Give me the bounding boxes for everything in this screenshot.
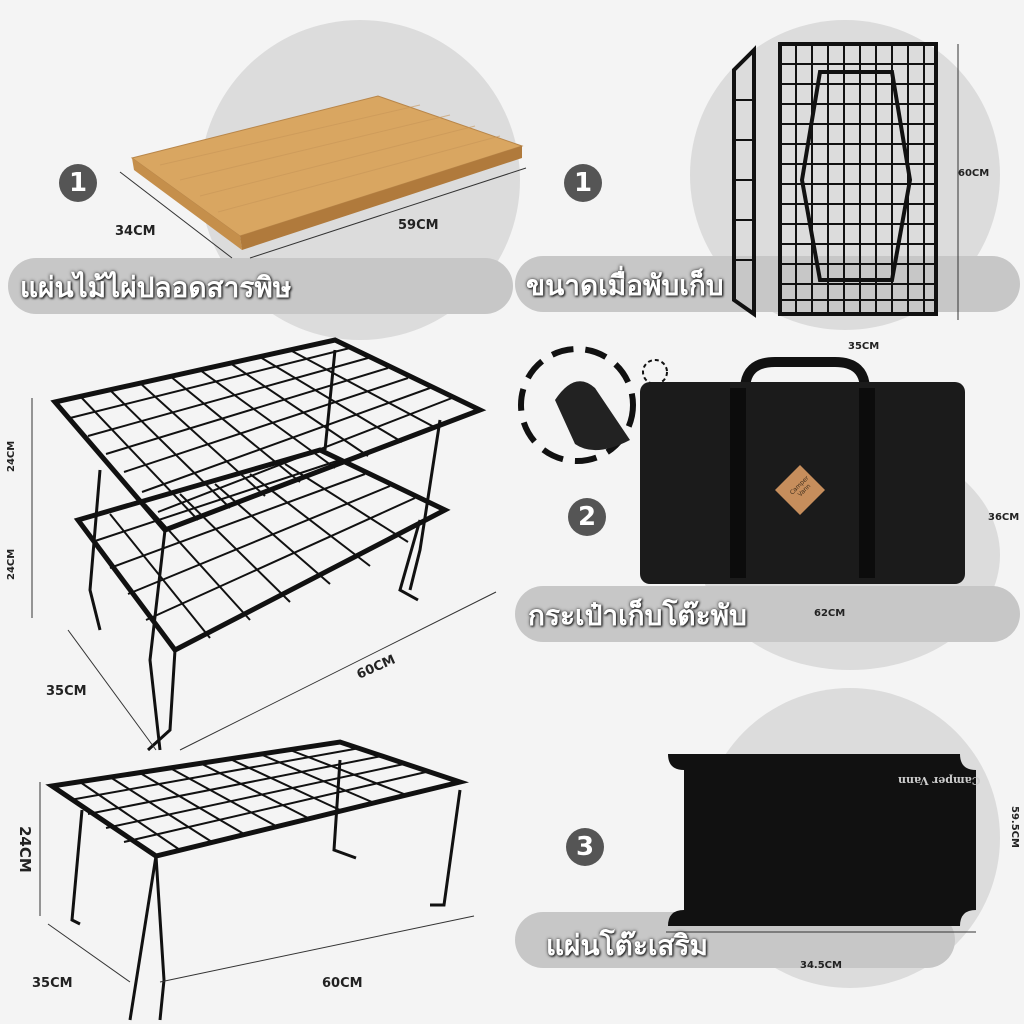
step-badge-3: 3	[566, 828, 604, 866]
step-badge-2: 2	[568, 498, 606, 536]
folded-width-dim: 35CM	[848, 341, 880, 352]
stacked-height-dim-top: 24CM	[6, 440, 17, 472]
bamboo-width-dim: 59CM	[398, 218, 439, 233]
bamboo-depth-dim: 34CM	[115, 224, 156, 239]
plate-height-dim: 59.5CM	[1009, 806, 1020, 848]
bamboo-board-image	[119, 95, 527, 259]
single-rack-image	[39, 739, 475, 1021]
plate-label: แผ่นโต๊ะเสริม	[546, 929, 709, 962]
single-height-dim: 24CM	[16, 826, 34, 873]
label-pill-bamboo	[8, 258, 513, 314]
stacked-height-dim-bottom: 24CM	[6, 548, 17, 580]
table-plate-image	[666, 754, 976, 933]
step-badge-1: 1	[59, 164, 97, 202]
bamboo-label: แผ่นไม้ไผ่ปลอดสารพิษ	[20, 271, 292, 304]
bag-label: กระเป๋าเก็บโต๊ะพับ	[528, 599, 747, 632]
single-length-dim: 60CM	[322, 976, 363, 991]
label-pill-bag	[515, 586, 1020, 642]
plate-width-dim: 34.5CM	[800, 960, 842, 971]
bag-width-dim: 62CM	[814, 608, 846, 619]
folded-label: ขนาดเมื่อพับเก็บ	[526, 269, 724, 302]
folded-rack-image	[732, 42, 959, 320]
folded-height-dim: 60CM	[958, 168, 990, 179]
bag-height-dim: 36CM	[988, 512, 1020, 523]
single-depth-dim: 35CM	[32, 976, 73, 991]
stacked-rack-image	[31, 337, 497, 752]
stacked-depth-dim: 35CM	[46, 684, 87, 699]
storage-bag-image	[518, 346, 965, 584]
step-badge-1-folded: 1	[564, 164, 602, 202]
plate-logo-text: Camper Vann	[898, 774, 981, 787]
